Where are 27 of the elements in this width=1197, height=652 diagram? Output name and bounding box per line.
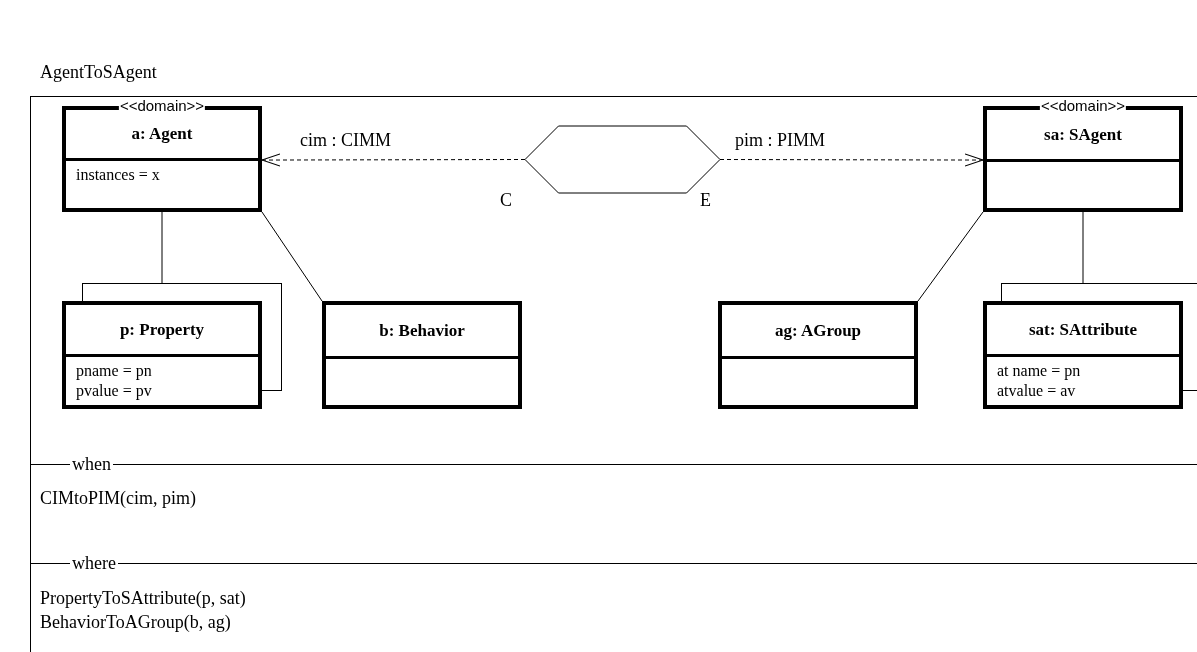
object-name: p: Property — [119, 319, 205, 340]
object-box — [322, 301, 522, 409]
dashed-arrow — [719, 153, 984, 167]
object-name: b: Behavior — [379, 320, 465, 341]
connector-line — [261, 211, 323, 302]
diagram-title: AgentToSAgent — [40, 62, 157, 83]
constraint-text: BehaviorToAGroup(b, ag) — [40, 612, 231, 632]
object-box — [62, 301, 262, 409]
attribute-text: atvalue = av — [997, 381, 1077, 401]
domain-letter: E — [700, 190, 711, 210]
object-name: sat: SAttribute — [1028, 319, 1138, 340]
edge-label: pim : PIMM — [735, 130, 826, 150]
object-name: ag: AGroup — [774, 320, 862, 341]
constraint-text: PropertyToSAttribute(p, sat) — [40, 588, 246, 608]
connector-line — [917, 211, 984, 302]
dashed-arrow — [261, 153, 526, 167]
constraint-text: CIMtoPIM(cim, pim) — [40, 488, 196, 508]
object-box — [983, 301, 1183, 409]
object-name: sa: SAgent — [1044, 124, 1122, 145]
object-box — [718, 301, 918, 409]
attribute-text: pvalue = pv — [76, 381, 153, 401]
edge-label: cim : CIMM — [300, 130, 391, 150]
object-name: a: Agent — [131, 124, 193, 144]
attribute-text: instances = x — [76, 165, 161, 185]
attribute-text: at name = pn — [997, 361, 1082, 381]
attribute-text: pname = pn — [76, 361, 153, 381]
domain-letter: C — [500, 190, 512, 210]
